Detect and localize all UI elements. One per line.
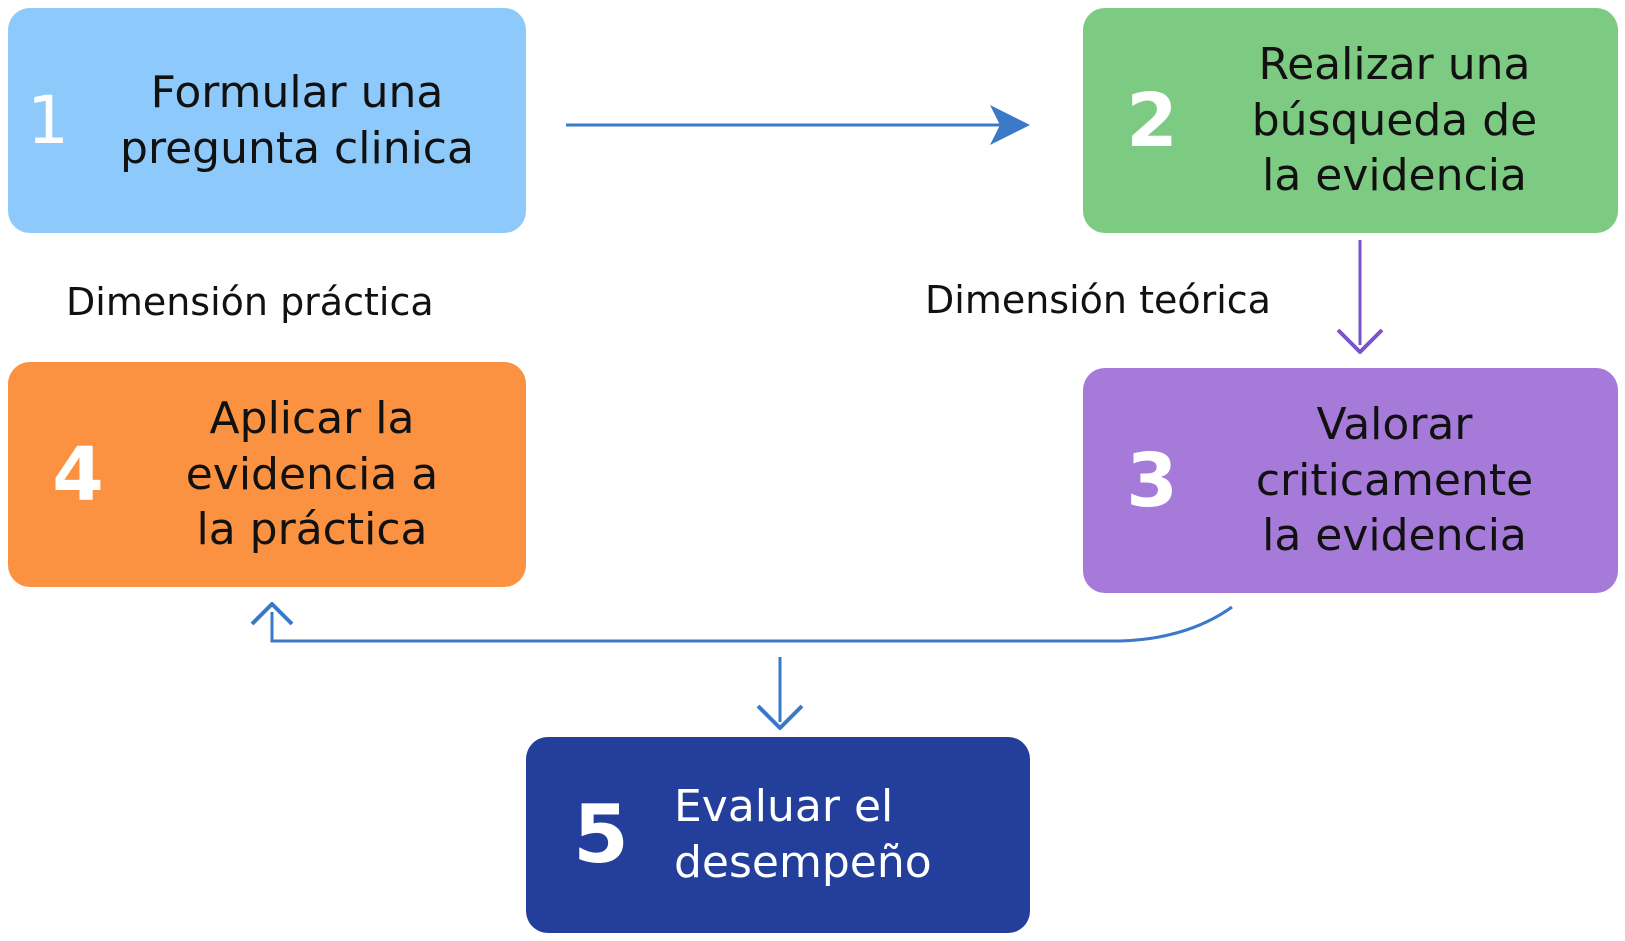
step-4-line-1: Aplicar la	[209, 392, 415, 444]
arrow-step1-to-step2-head	[990, 105, 1030, 145]
theoretical-dimension-label: Dimensión teórica	[925, 278, 1271, 322]
step-3-line-3: la evidencia	[1262, 510, 1527, 562]
step-2-box: 2 Realizar una búsqueda de la evidencia	[1083, 8, 1618, 233]
step-3-line-2: criticamente	[1255, 454, 1534, 506]
step-1-line-2: pregunta clinica	[120, 122, 474, 174]
step-5-text: Evaluar el desempeño	[666, 779, 1030, 891]
step-1-number: 1	[27, 81, 69, 159]
step-5-number: 5	[573, 788, 629, 881]
step-4-line-3: la práctica	[196, 504, 428, 556]
step-3-text: Valorar criticamente la evidencia	[1211, 397, 1618, 565]
step-4-number: 4	[52, 431, 104, 518]
step-4-text: Aplicar la evidencia a la práctica	[138, 391, 526, 559]
step-3-line-1: Valorar	[1316, 398, 1473, 450]
step-1-line-1: Formular una	[150, 66, 444, 118]
step-2-number: 2	[1126, 77, 1178, 164]
step-5-line-2: desempeño	[674, 837, 932, 888]
step-3-number: 3	[1126, 437, 1178, 524]
practical-dimension-label: Dimensión práctica	[66, 280, 434, 324]
arrow-to-step5-head	[756, 704, 804, 730]
arrow-step3-to-step4-head	[250, 602, 294, 626]
step-3-box: 3 Valorar criticamente la evidencia	[1083, 368, 1618, 593]
arrow-step2-to-step3-head	[1336, 328, 1384, 354]
step-4-line-2: evidencia a	[185, 448, 439, 500]
step-2-text: Realizar una búsqueda de la evidencia	[1211, 37, 1618, 205]
step-2-line-1: Realizar una	[1258, 38, 1531, 90]
arrow-step3-to-step4	[270, 605, 1233, 643]
step-5-box: 5 Evaluar el desempeño	[526, 737, 1030, 933]
step-4-box: 4 Aplicar la evidencia a la práctica	[8, 362, 526, 587]
step-2-line-3: la evidencia	[1262, 150, 1527, 202]
step-1-text: Formular una pregunta clinica	[88, 65, 526, 177]
step-2-line-2: búsqueda de	[1251, 94, 1538, 146]
step-5-line-1: Evaluar el	[674, 781, 894, 833]
step-1-box: 1 Formular una pregunta clinica	[8, 8, 526, 233]
